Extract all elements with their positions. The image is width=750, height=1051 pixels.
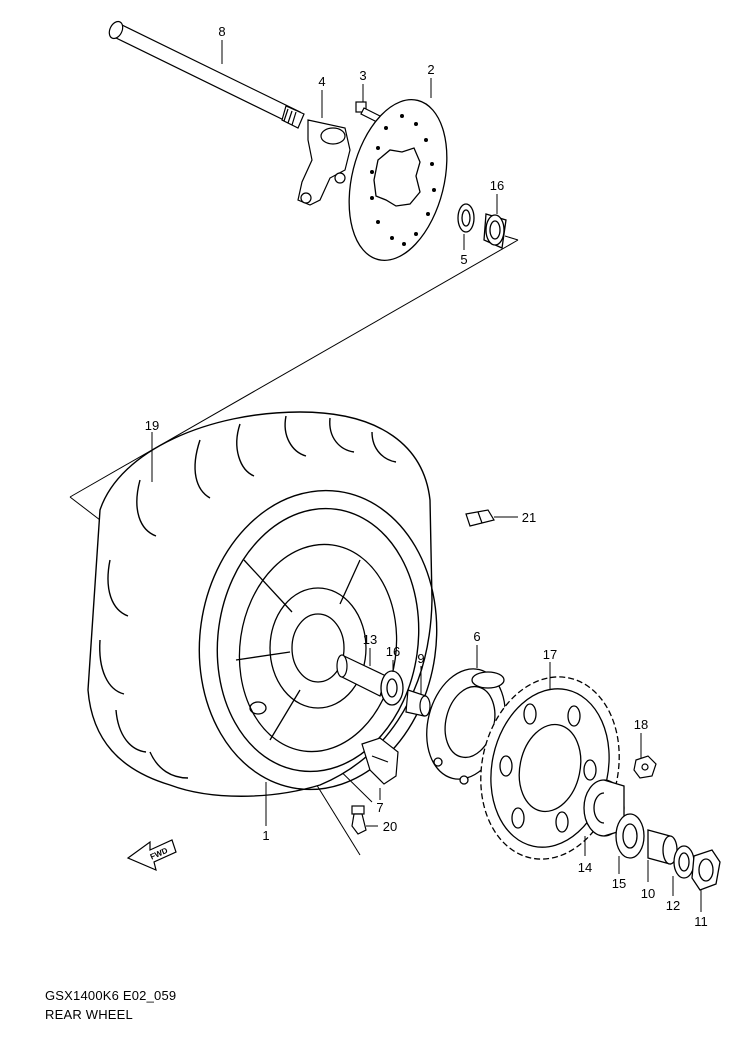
cushion-bracket-part	[361, 737, 399, 785]
dust-seal-part	[457, 203, 475, 233]
callout-6: 6	[473, 629, 480, 644]
axle-nut-part	[691, 849, 721, 891]
callout-21: 21	[522, 510, 536, 525]
callout-leader-lines	[151, 40, 702, 912]
washer-part	[673, 845, 695, 879]
callout-8: 8	[218, 24, 225, 39]
callout-18: 18	[634, 717, 648, 732]
drum-seal-part	[615, 813, 645, 859]
tire-part	[87, 411, 438, 797]
callout-20: 20	[383, 819, 397, 834]
callout-1: 1	[262, 828, 269, 843]
callout-12: 12	[666, 898, 680, 913]
collar-part	[405, 689, 431, 717]
caliper-bracket-part	[297, 119, 351, 206]
diagram-title: REAR WHEEL	[45, 1007, 133, 1022]
callout-14: 14	[578, 860, 592, 875]
spacer-part	[336, 654, 387, 697]
callout-11: 11	[694, 914, 708, 929]
callout-13: 13	[363, 632, 377, 647]
callout-19: 19	[145, 418, 159, 433]
callout-16-lower: 16	[386, 644, 400, 659]
callout-17: 17	[543, 647, 557, 662]
sprocket-nut-part	[633, 755, 657, 779]
air-valve-part	[351, 805, 367, 835]
callout-15: 15	[612, 876, 626, 891]
callout-7: 7	[376, 800, 383, 815]
wheel-bearing-lower-part	[380, 670, 404, 706]
callout-9: 9	[417, 651, 424, 666]
callout-16-upper: 16	[490, 178, 504, 193]
drum-spacer-part	[647, 829, 678, 865]
sprocket-drum-part	[426, 668, 506, 785]
balance-weight-part	[465, 509, 495, 527]
axle-part	[108, 20, 305, 129]
wheel-rim-part	[235, 543, 398, 753]
callout-3: 3	[359, 68, 366, 83]
callout-2: 2	[427, 62, 434, 77]
callout-4: 4	[318, 74, 325, 89]
brake-disc-part	[348, 99, 448, 261]
callout-10: 10	[641, 886, 655, 901]
forward-arrow-icon: FWD	[126, 839, 177, 872]
callout-numbers: 8 4 3 2 16 5 19 21 13 16 9 6 17 18 7 1 2…	[145, 24, 708, 929]
diagram-code: GSX1400K6 E02_059	[45, 988, 177, 1003]
wheel-bearing-upper-part	[483, 213, 507, 249]
callout-5: 5	[460, 252, 467, 267]
